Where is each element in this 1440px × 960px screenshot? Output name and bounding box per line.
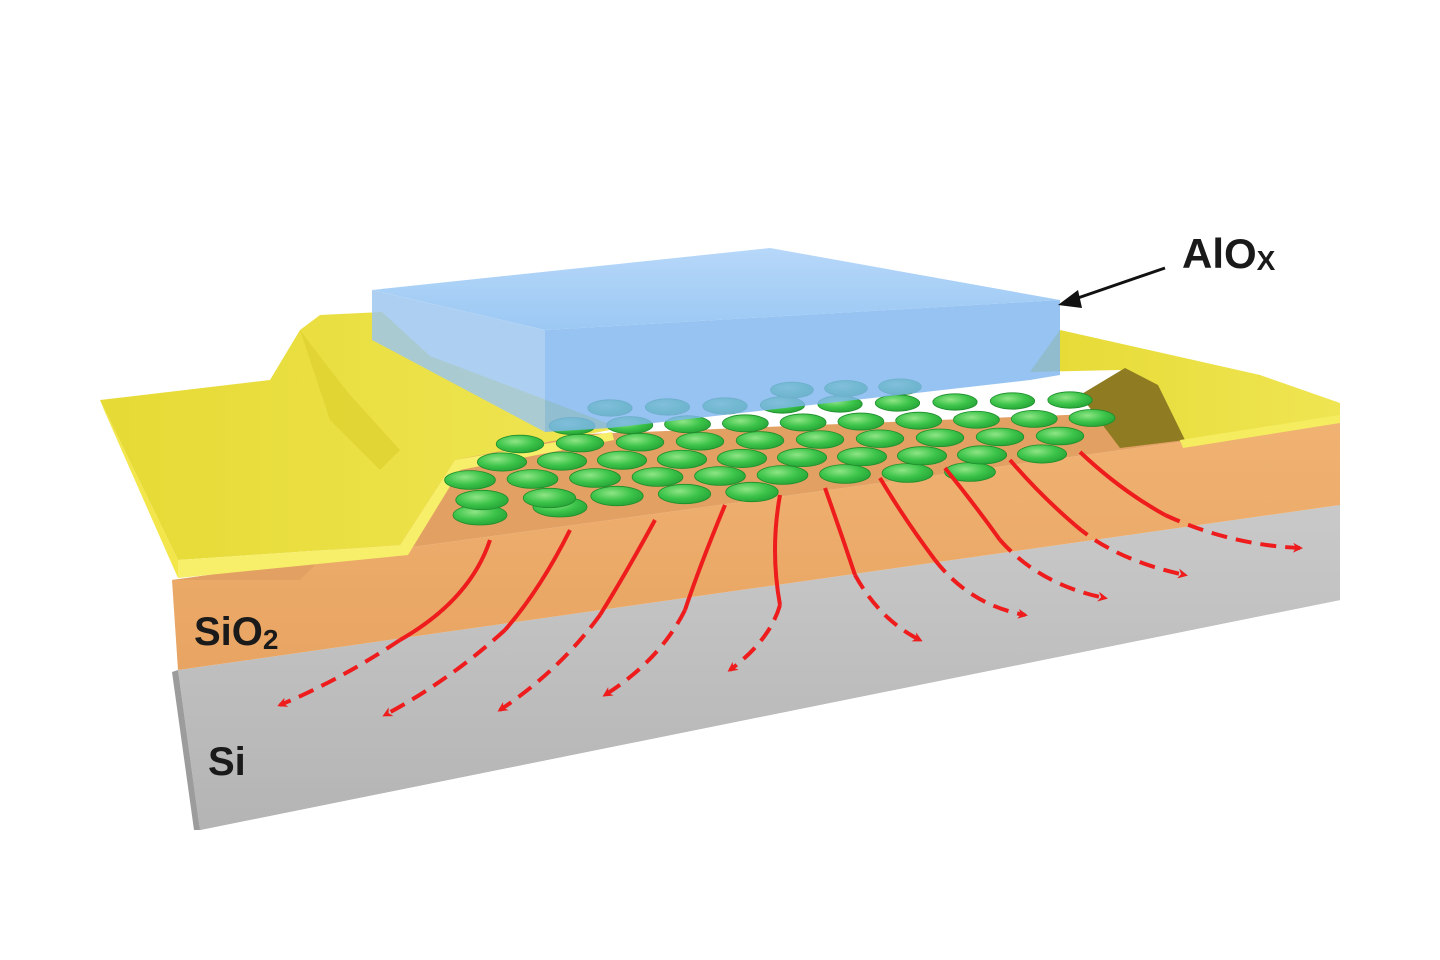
heat-flow-arrows xyxy=(277,450,1303,717)
right-electrode-top xyxy=(1030,330,1340,442)
heat-arrow-dashed xyxy=(1073,523,1188,579)
left-electrode-ridge xyxy=(300,330,400,470)
heat-arrow-dashed xyxy=(602,609,687,697)
heat-arrow-dashed xyxy=(382,628,507,717)
heat-arrow-solid xyxy=(943,466,1002,542)
flake xyxy=(725,481,779,503)
alox-pointer xyxy=(1058,266,1166,308)
alox-label: AlOX xyxy=(1182,230,1276,277)
flake xyxy=(837,447,888,467)
heat-arrow-solid xyxy=(773,494,782,606)
flake xyxy=(615,433,665,452)
heat-arrow-solid xyxy=(823,487,857,576)
flake xyxy=(874,394,921,412)
right-electrode-step xyxy=(1080,368,1185,448)
flake xyxy=(915,428,965,447)
flake xyxy=(694,466,746,486)
flake xyxy=(476,452,527,472)
heat-arrow-dashed xyxy=(1164,513,1303,553)
flake xyxy=(1010,409,1058,428)
alox-left-face xyxy=(372,290,545,432)
right-electrode xyxy=(1030,330,1340,448)
heat-arrow-solid xyxy=(503,529,572,632)
alox-top-face xyxy=(372,248,1060,330)
flake xyxy=(1017,444,1068,464)
heat-arrow-dashed xyxy=(853,574,923,642)
flake xyxy=(1035,426,1085,446)
flake xyxy=(495,434,545,454)
flake xyxy=(989,392,1036,410)
flake xyxy=(1068,409,1116,427)
flake xyxy=(717,448,768,468)
si-label: Si xyxy=(208,740,246,784)
flake xyxy=(590,485,644,507)
flake xyxy=(855,429,905,448)
alox-pointer-head xyxy=(1058,290,1082,308)
heat-arrow-solid xyxy=(683,504,727,611)
sio2-label: SiO2 xyxy=(194,610,278,655)
flake xyxy=(455,489,509,511)
heat-arrow-dashed xyxy=(727,604,782,672)
heat-arrow-solid xyxy=(878,476,937,562)
si-substrate xyxy=(172,505,1340,830)
flake xyxy=(657,449,708,469)
flake xyxy=(675,432,725,451)
flake xyxy=(932,393,978,411)
alox-label-base: AlO xyxy=(1182,230,1257,277)
flake xyxy=(522,487,577,509)
flake xyxy=(953,410,1000,429)
flake xyxy=(555,433,605,453)
alox-label-sub: X xyxy=(1257,245,1276,276)
heat-arrow-dashed xyxy=(998,538,1108,602)
flake xyxy=(537,451,588,471)
heat-arrow-solid xyxy=(598,519,657,617)
flake xyxy=(795,430,845,449)
flake xyxy=(895,411,943,430)
flake xyxy=(721,414,769,433)
flake xyxy=(631,467,684,487)
heat-arrow-solid xyxy=(399,539,492,642)
flake xyxy=(779,413,827,432)
alox-pointer-line xyxy=(1071,266,1166,302)
flake xyxy=(569,468,621,488)
flake xyxy=(1047,391,1093,409)
flake xyxy=(957,445,1008,465)
flake xyxy=(837,412,885,431)
flake xyxy=(881,463,934,483)
heat-arrow-solid xyxy=(1078,450,1166,517)
flake xyxy=(597,450,648,470)
heat-arrow-dashed xyxy=(497,613,602,712)
sio2-label-sub: 2 xyxy=(263,624,279,655)
heat-arrow-solid xyxy=(1008,458,1077,527)
flake xyxy=(657,483,712,505)
heat-arrow-dashed xyxy=(933,558,1028,619)
flake xyxy=(975,427,1025,447)
si-left-face xyxy=(172,670,200,830)
flake xyxy=(506,469,559,489)
heat-arrow-dashed xyxy=(277,638,402,707)
si-front-face xyxy=(178,505,1340,830)
left-electrode-front xyxy=(100,400,178,578)
flake xyxy=(897,446,948,466)
flake xyxy=(819,464,871,484)
alox-front-face xyxy=(545,300,1060,432)
sio2-front-face xyxy=(172,420,1340,670)
flake xyxy=(735,431,785,450)
right-electrode-edge xyxy=(1180,415,1340,448)
sio2-label-base: SiO xyxy=(194,610,263,654)
flake xyxy=(756,465,809,485)
flake xyxy=(444,470,496,490)
alox-layer xyxy=(372,248,1060,432)
flake xyxy=(777,448,828,468)
